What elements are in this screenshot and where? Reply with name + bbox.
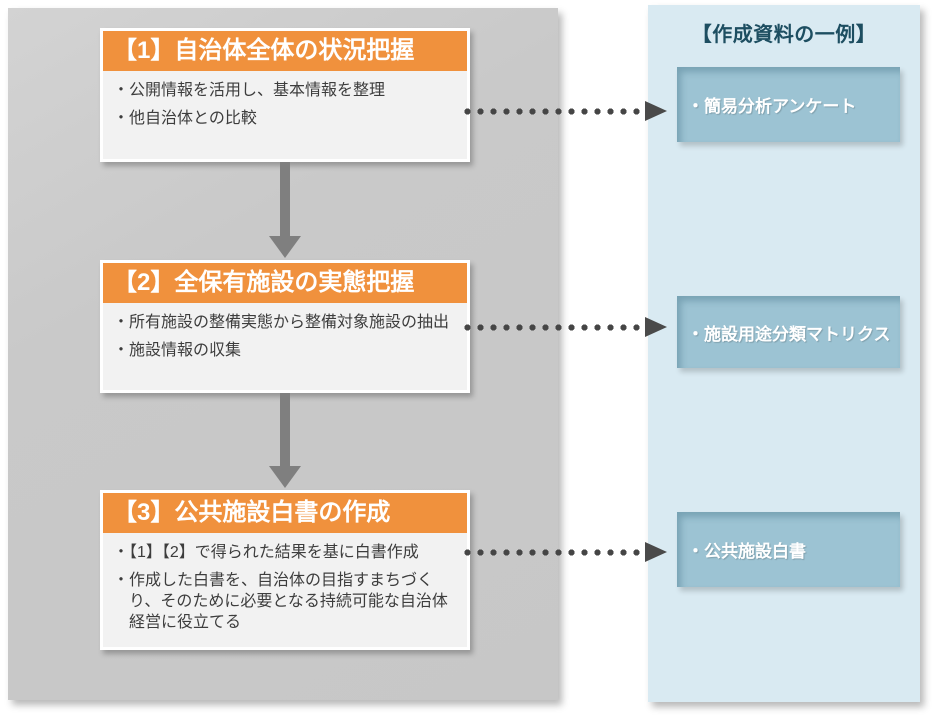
material-box-survey: ・簡易分析アンケート: [677, 67, 900, 142]
step-2-bullet-1: ・所有施設の整備実態から整備対象施設の抽出: [113, 314, 450, 331]
arrow-head: [269, 466, 301, 488]
step-2-bullet-2: ・施設情報の収集: [113, 342, 242, 359]
arrow-head: [645, 101, 667, 121]
arrow-head: [645, 542, 667, 562]
step-1-box: 【1】自治体全体の状況把握 ・公開情報を活用し、基本情報を整理 ・他自治体との比…: [100, 28, 470, 162]
materials-panel-title: 【作成資料の一例】: [691, 24, 877, 46]
arrow-head: [269, 236, 301, 258]
step-3-body: ・【1】【2】で得られた結果を基に白書作成 ・作成した白書を、自治体の目指すまち…: [103, 533, 467, 647]
step-1-bullet-2: ・他自治体との比較: [113, 110, 257, 127]
material-box-whitepaper: ・公共施設白書: [677, 512, 900, 587]
step-3-title: 【3】公共施設白書の作成: [103, 493, 467, 533]
dotted-line: [461, 107, 645, 115]
step-1-title: 【1】自治体全体の状況把握: [103, 31, 467, 71]
arrow-shaft: [280, 393, 290, 467]
material-box-matrix: ・施設用途分類マトリクス: [677, 296, 900, 368]
step-2-body: ・所有施設の整備実態から整備対象施設の抽出 ・施設情報の収集: [103, 303, 467, 390]
arrow-head: [645, 317, 667, 337]
dotted-line: [461, 548, 645, 556]
step-3-box: 【3】公共施設白書の作成 ・【1】【2】で得られた結果を基に白書作成 ・作成した…: [100, 490, 470, 650]
down-arrow-step2-to-step3-icon: [269, 393, 301, 488]
down-arrow-step1-to-step2-icon: [269, 162, 301, 258]
dotted-line: [461, 323, 645, 331]
step-1-body: ・公開情報を活用し、基本情報を整理 ・他自治体との比較: [103, 71, 467, 159]
step-3-bullet-2: ・作成した白書を、自治体の目指すまちづくり、そのために必要となる持続可能な自治体…: [113, 572, 448, 631]
step-1-bullet-1: ・公開情報を活用し、基本情報を整理: [113, 82, 386, 99]
arrow-shaft: [280, 162, 290, 237]
step-3-bullet-1: ・【1】【2】で得られた結果を基に白書作成: [113, 544, 419, 561]
step-2-box: 【2】全保有施設の実態把握 ・所有施設の整備実態から整備対象施設の抽出 ・施設情…: [100, 260, 470, 393]
step-2-title: 【2】全保有施設の実態把握: [103, 263, 467, 303]
